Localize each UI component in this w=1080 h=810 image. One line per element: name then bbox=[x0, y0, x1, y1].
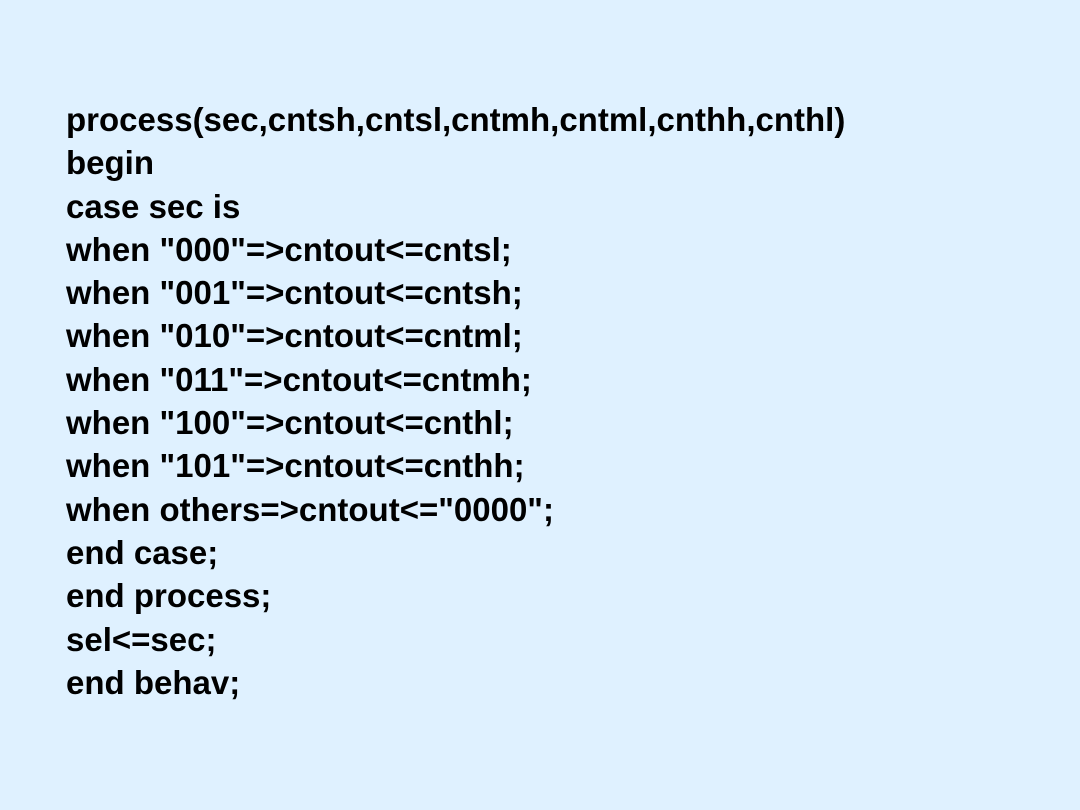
code-block: process(sec,cntsh,cntsl,cntmh,cntml,cnth… bbox=[66, 98, 1026, 704]
code-line-when-001: when "001"=>cntout<=cntsh; bbox=[66, 274, 523, 312]
code-line-when-101: when "101"=>cntout<=cnthh; bbox=[66, 447, 525, 485]
code-line-sel: sel<=sec; bbox=[66, 620, 217, 658]
code-line-end-case: end case; bbox=[66, 533, 219, 571]
code-line-when-000: when "000"=>cntout<=cntsl; bbox=[66, 230, 512, 268]
code-line-case: case sec is bbox=[66, 187, 241, 225]
code-line-when-011: when "011"=>cntout<=cntmh; bbox=[66, 360, 532, 398]
code-line-end-behav: end behav; bbox=[66, 663, 241, 701]
code-line-when-010: when "010"=>cntout<=cntml; bbox=[66, 317, 523, 355]
code-line-process: process(sec,cntsh,cntsl,cntmh,cntml,cnth… bbox=[66, 101, 846, 138]
code-line-when-others: when others=>cntout<="0000"; bbox=[66, 490, 554, 528]
code-line-end-process: end process; bbox=[66, 577, 272, 615]
code-line-begin: begin bbox=[66, 144, 154, 182]
code-line-when-100: when "100"=>cntout<=cnthl; bbox=[66, 404, 514, 442]
